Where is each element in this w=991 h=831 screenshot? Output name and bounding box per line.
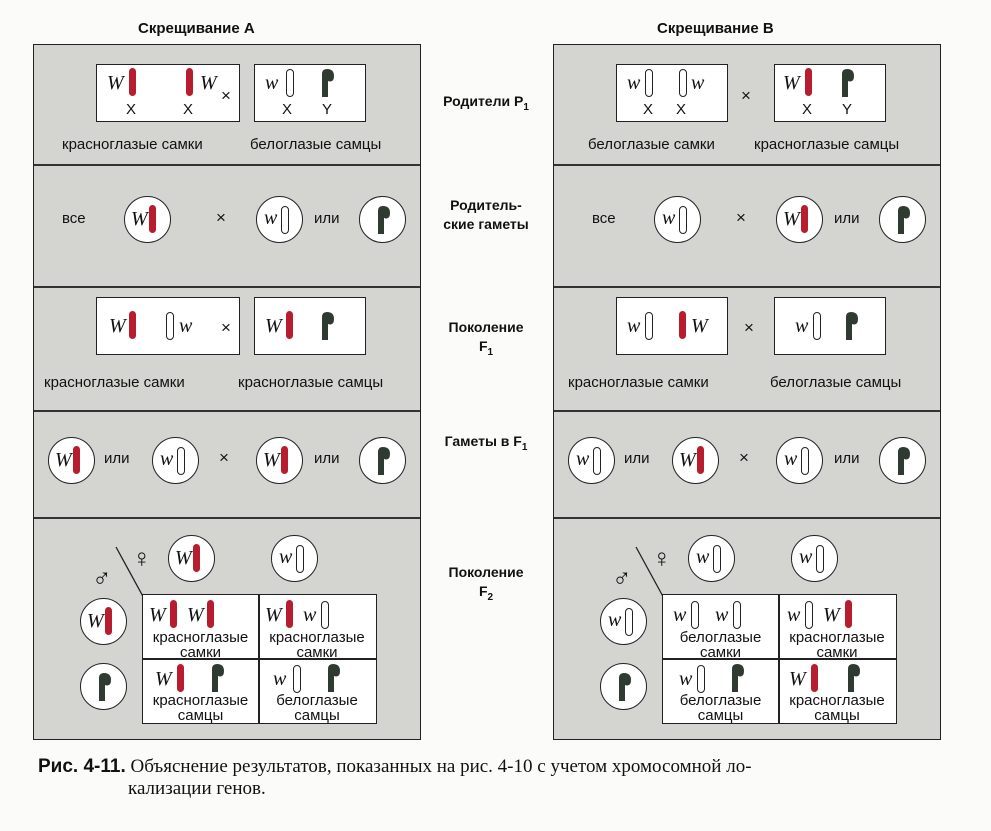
gamete-circle — [359, 196, 406, 243]
y-chromosome-icon — [842, 69, 854, 97]
y-chromosome-icon — [378, 206, 390, 234]
gamete-circle: W — [48, 437, 95, 484]
parent-female-box: w X w X — [616, 64, 728, 122]
gamete-circle: w — [776, 437, 823, 484]
f1-female-box: W w — [96, 297, 240, 355]
parent-male-box: w X Y — [254, 64, 366, 122]
cross-b-title: Скрещивание В — [657, 20, 774, 37]
y-chromosome-icon — [732, 664, 744, 692]
phenotype-label: белоглазые самцы — [770, 374, 902, 391]
y-chromosome-icon — [378, 447, 390, 475]
y-chromosome-icon — [898, 206, 910, 234]
red-x-chromosome — [129, 68, 136, 96]
gamete-circle: w — [152, 437, 199, 484]
caption-label: Рис. 4-11. — [38, 756, 126, 777]
f1-male-box: W — [254, 297, 366, 355]
gamete-circle: W — [168, 535, 215, 582]
stage-parental-gametes: Родитель-ские гаметы — [443, 197, 529, 232]
figure-caption: Рис. 4-11. Объяснение результатов, показ… — [38, 756, 968, 800]
phenotype-label: красноглазые самки — [62, 136, 203, 153]
white-x-chromosome — [286, 69, 294, 97]
stage-f1-gametes: Гаметы в F1 — [444, 433, 528, 453]
parent-male-box: W X Y — [774, 64, 886, 122]
gamete-circle: w — [791, 535, 838, 582]
gamete-circle: W — [256, 437, 303, 484]
phenotype-label: красноглазые самки — [568, 374, 709, 391]
female-symbol-icon: ♀ — [132, 543, 152, 573]
f1-male-box: w — [774, 297, 886, 355]
gamete-circle: w — [654, 196, 701, 243]
y-chromosome-icon — [898, 447, 910, 475]
y-chromosome-icon — [99, 673, 111, 701]
parent-female-box: W X W X — [96, 64, 240, 122]
female-symbol-icon: ♀ — [652, 543, 672, 573]
y-chromosome-icon — [328, 664, 340, 692]
gamete-circle — [879, 196, 926, 243]
gamete-circle — [600, 663, 647, 710]
gamete-circle — [359, 437, 406, 484]
cross-a-title: Скрещивание А — [138, 20, 255, 37]
gamete-circle: w — [256, 196, 303, 243]
y-chromosome-icon — [322, 69, 334, 97]
y-chromosome-icon — [322, 312, 334, 340]
phenotype-label: белоглазые самки — [588, 136, 715, 153]
cross-a-panel: W X W X × w X Y красноглазые самки белог… — [33, 44, 421, 740]
caption-text-continued: кализации генов. — [128, 778, 266, 799]
f1-female-box: w W — [616, 297, 728, 355]
gamete-circle: w — [568, 437, 615, 484]
gamete-circle: w — [688, 535, 735, 582]
gamete-circle: w — [600, 598, 647, 645]
red-x-chromosome — [186, 68, 193, 96]
caption-text: Объяснение результатов, показанных на ри… — [130, 756, 752, 777]
gamete-circle: W — [124, 196, 171, 243]
phenotype-label: белоглазые самцы — [250, 136, 382, 153]
y-chromosome-icon — [619, 673, 631, 701]
stage-parents: Родители P1 — [443, 93, 529, 113]
cross-b-panel: w X w X × W X Y белоглазые самки красног… — [553, 44, 941, 740]
y-chromosome-icon — [848, 664, 860, 692]
gamete-circle — [80, 663, 127, 710]
y-chromosome-icon — [846, 312, 858, 340]
gamete-circle — [879, 437, 926, 484]
phenotype-label: красноглазые самцы — [238, 374, 384, 391]
male-symbol-icon: ♂ — [612, 563, 632, 593]
gamete-circle: W — [672, 437, 719, 484]
gamete-circle: W — [776, 196, 823, 243]
male-symbol-icon: ♂ — [92, 563, 112, 593]
phenotype-label: красноглазые самцы — [754, 136, 900, 153]
cross-sign: × — [221, 86, 231, 105]
gamete-circle: w — [271, 535, 318, 582]
gamete-circle: W — [80, 598, 127, 645]
y-chromosome-icon — [212, 664, 224, 692]
phenotype-label: красноглазые самки — [44, 374, 185, 391]
